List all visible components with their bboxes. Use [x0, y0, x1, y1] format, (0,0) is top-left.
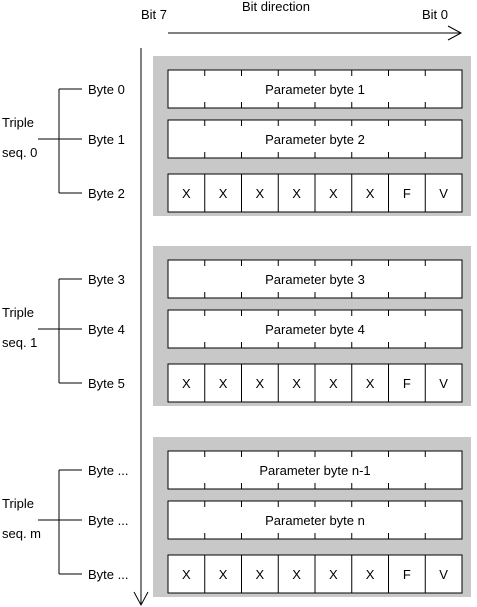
bit-0-label: Bit 0 [422, 7, 448, 22]
triple-label-line-1: Triple [2, 305, 34, 320]
triple-label-line-2: seq. 0 [2, 145, 37, 160]
triple-groups: Triple seq. 0 Byte 0 Parameter byte 1 Byte 1… [2, 56, 471, 597]
parameter-byte-row [167, 119, 463, 159]
bit-cell-label: X [256, 376, 265, 391]
byte-label: Byte ... [88, 513, 128, 528]
byte-label: Byte 4 [88, 322, 125, 337]
bit-cell-label: X [219, 376, 228, 391]
bit-cell-label: F [403, 376, 411, 391]
bit-cell-label: V [439, 376, 448, 391]
bit-cell-label: X [366, 186, 375, 201]
byte-label: Byte ... [88, 463, 128, 478]
bit-cell-label: V [439, 186, 448, 201]
bit-cell-label: X [219, 567, 228, 582]
bit-cell-label: X [182, 567, 191, 582]
bit-cell-label: V [439, 567, 448, 582]
bit-direction-arrow [168, 25, 463, 41]
triple-label-line-2: seq. 1 [2, 335, 37, 350]
parameter-byte-label: Parameter byte 4 [265, 322, 365, 337]
bit-cell-label: X [329, 186, 338, 201]
bit-direction-label: Bit direction [242, 0, 310, 14]
parameter-byte-label: Parameter byte 1 [265, 82, 365, 97]
triple-group: Triple seq. 1 Byte 3 Parameter byte 3 Byte 4… [2, 246, 471, 406]
triple-label-line-2: seq. m [2, 526, 41, 541]
bit-cell-label: X [256, 186, 265, 201]
bit-7-label: Bit 7 [141, 7, 167, 22]
triple-label-line-1: Triple [2, 496, 34, 511]
bit-cell-label: X [256, 567, 265, 582]
byte-label: Byte 1 [88, 132, 125, 147]
bit-cell-label: X [329, 376, 338, 391]
byte-label: Byte 0 [88, 82, 125, 97]
parameter-byte-row [167, 500, 463, 540]
bit-cell-label: X [329, 567, 338, 582]
bit-cell-label: X [292, 567, 301, 582]
byte-label: Byte 3 [88, 272, 125, 287]
bit-cell-label: X [292, 376, 301, 391]
parameter-byte-label: Parameter byte 3 [265, 272, 365, 287]
byte-label: Byte 2 [88, 186, 125, 201]
byte-label: Byte ... [88, 567, 128, 582]
parameter-byte-row [167, 450, 463, 490]
bit-cell-label: X [292, 186, 301, 201]
byte-label: Byte 5 [88, 376, 125, 391]
byte-order-arrow [133, 48, 149, 607]
bit-cell-label: F [403, 186, 411, 201]
triple-label-line-1: Triple [2, 115, 34, 130]
parameter-byte-label: Parameter byte 2 [265, 132, 365, 147]
bit-cell-label: X [182, 186, 191, 201]
bit-cell-label: F [403, 567, 411, 582]
parameter-byte-label: Parameter byte n-1 [259, 463, 370, 478]
bit-cell-label: X [219, 186, 228, 201]
bit-cell-label: X [366, 567, 375, 582]
parameter-byte-label: Parameter byte n [265, 513, 365, 528]
triple-group: Triple seq. 0 Byte 0 Parameter byte 1 Byte 1… [2, 56, 471, 216]
bit-cell-label: X [366, 376, 375, 391]
parameter-byte-row [167, 309, 463, 349]
bit-cell-label: X [182, 376, 191, 391]
